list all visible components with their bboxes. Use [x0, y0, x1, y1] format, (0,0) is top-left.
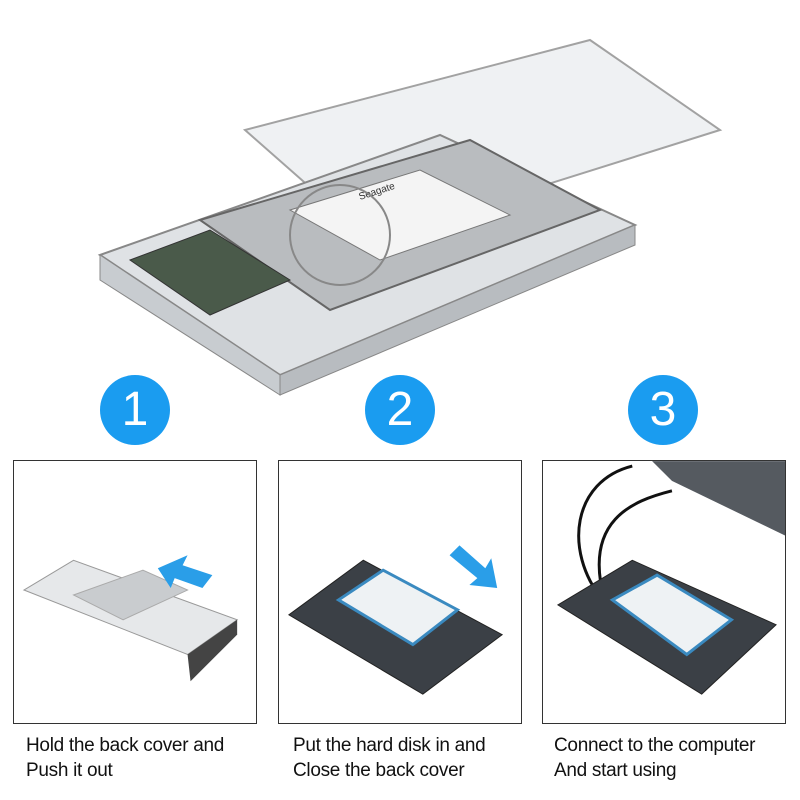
step-2-badge: 2 — [365, 375, 435, 445]
step-2-caption-line1: Put the hard disk in and — [293, 735, 486, 756]
step-1-image — [13, 460, 257, 724]
enclosure-hero-image: Seagate — [90, 30, 730, 400]
step-3-caption-line1: Connect to the computer — [554, 735, 756, 756]
step-3-caption: Connect to the computer And start using — [554, 733, 755, 783]
step-2-image — [278, 460, 522, 724]
step-2-caption-line2: Close the back cover — [293, 760, 465, 781]
step-3-image — [542, 460, 786, 724]
insert-arrow-icon — [449, 545, 498, 589]
push-arrow-icon — [157, 555, 213, 589]
step-1-caption: Hold the back cover and Push it out — [26, 733, 224, 783]
step-1-caption-line2: Push it out — [26, 760, 113, 781]
step-2-caption: Put the hard disk in and Close the back … — [293, 733, 486, 783]
step-1-badge: 1 — [100, 375, 170, 445]
step-3-badge: 3 — [628, 375, 698, 445]
step-3-caption-line2: And start using — [554, 760, 677, 781]
step-1-caption-line1: Hold the back cover and — [26, 735, 224, 756]
